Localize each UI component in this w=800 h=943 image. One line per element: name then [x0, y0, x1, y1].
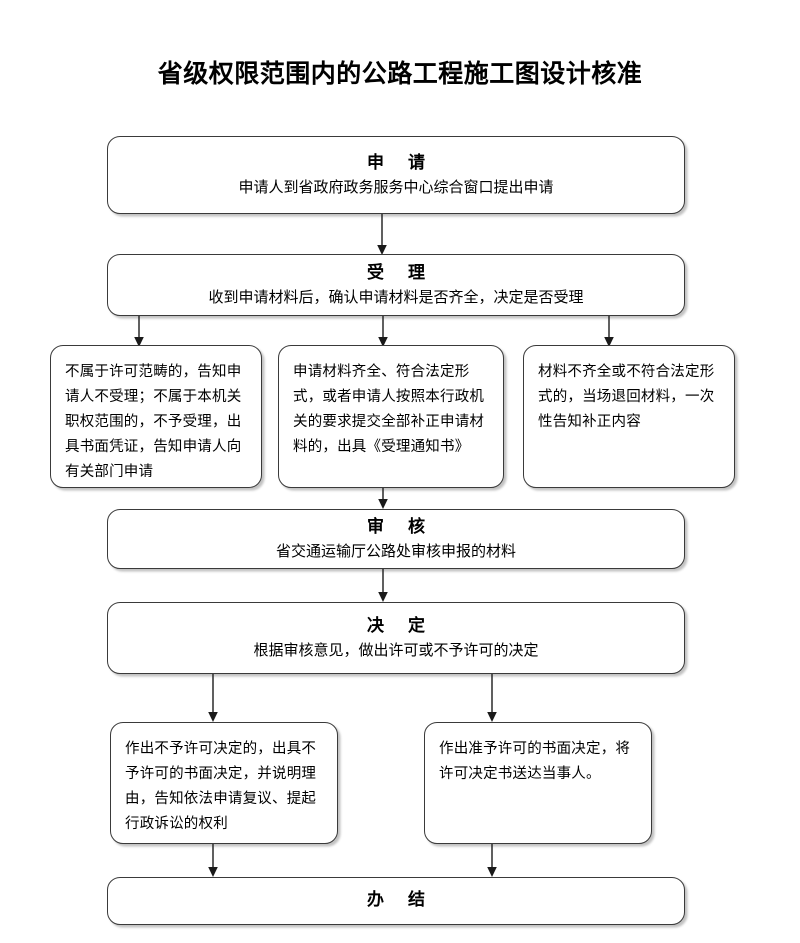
connector-accept-to-not-in-scope: [134, 316, 144, 347]
connector-denied-to-finish: [208, 844, 218, 877]
node-result-denied-text: 作出不予许可决定的，出具不予许可的书面决定，并说明理由，告知依法申请复议、提起行…: [125, 741, 317, 832]
connector-review-to-decide: [378, 569, 388, 602]
node-branch-incomplete-text: 材料不齐全或不符合法定形式的，当场退回材料，一次性告知补正内容: [538, 364, 715, 430]
node-accept-body: 收到申请材料后，确认申请材料是否齐全，决定是否受理: [208, 288, 584, 307]
node-branch-not-in-scope: 不属于许可范畴的，告知申请人不受理；不属于本机关职权范围的，不予受理，出具书面凭…: [50, 345, 262, 488]
node-decide-heading: 决 定: [367, 615, 434, 636]
node-result-approved: 作出准予许可的书面决定，将许可决定书送达当事人。: [424, 722, 652, 844]
node-branch-complete: 申请材料齐全、符合法定形式，或者申请人按照本行政机关的要求提交全部补正申请材料的…: [278, 345, 504, 488]
node-review-heading: 审 核: [367, 516, 434, 537]
node-apply: 申 请 申请人到省政府政务服务中心综合窗口提出申请: [107, 136, 685, 214]
node-finish: 办 结: [107, 877, 685, 925]
connector-decide-to-approved: [487, 674, 497, 722]
node-branch-incomplete: 材料不齐全或不符合法定形式的，当场退回材料，一次性告知补正内容: [523, 345, 735, 488]
node-review-body: 省交通运输厅公路处审核申报的材料: [275, 542, 516, 561]
page-title: 省级权限范围内的公路工程施工图设计核准: [157, 59, 643, 88]
connector-accept-to-incomplete: [604, 316, 614, 347]
node-result-denied: 作出不予许可决定的，出具不予许可的书面决定，并说明理由，告知依法申请复议、提起行…: [110, 722, 338, 844]
connector-apply-to-accept: [377, 214, 387, 255]
node-decide: 决 定 根据审核意见，做出许可或不予许可的决定: [107, 602, 685, 674]
node-decide-body: 根据审核意见，做出许可或不予许可的决定: [253, 641, 539, 660]
node-accept: 受 理 收到申请材料后，确认申请材料是否齐全，决定是否受理: [107, 254, 685, 316]
node-branch-not-in-scope-text: 不属于许可范畴的，告知申请人不受理；不属于本机关职权范围的，不予受理，出具书面凭…: [65, 364, 242, 480]
node-accept-heading: 受 理: [367, 262, 434, 283]
connector-accept-to-complete: [378, 316, 388, 347]
node-apply-body: 申请人到省政府政务服务中心综合窗口提出申请: [238, 178, 554, 197]
connector-approved-to-finish: [487, 844, 497, 877]
node-review: 审 核 省交通运输厅公路处审核申报的材料: [107, 509, 685, 569]
node-result-approved-text: 作出准予许可的书面决定，将许可决定书送达当事人。: [439, 741, 631, 782]
node-finish-heading: 办 结: [367, 890, 434, 911]
connector-decide-to-denied: [208, 674, 218, 722]
connector-complete-to-review: [378, 488, 388, 509]
node-apply-heading: 申 请: [367, 152, 434, 173]
node-branch-complete-text: 申请材料齐全、符合法定形式，或者申请人按照本行政机关的要求提交全部补正申请材料的…: [293, 364, 485, 455]
